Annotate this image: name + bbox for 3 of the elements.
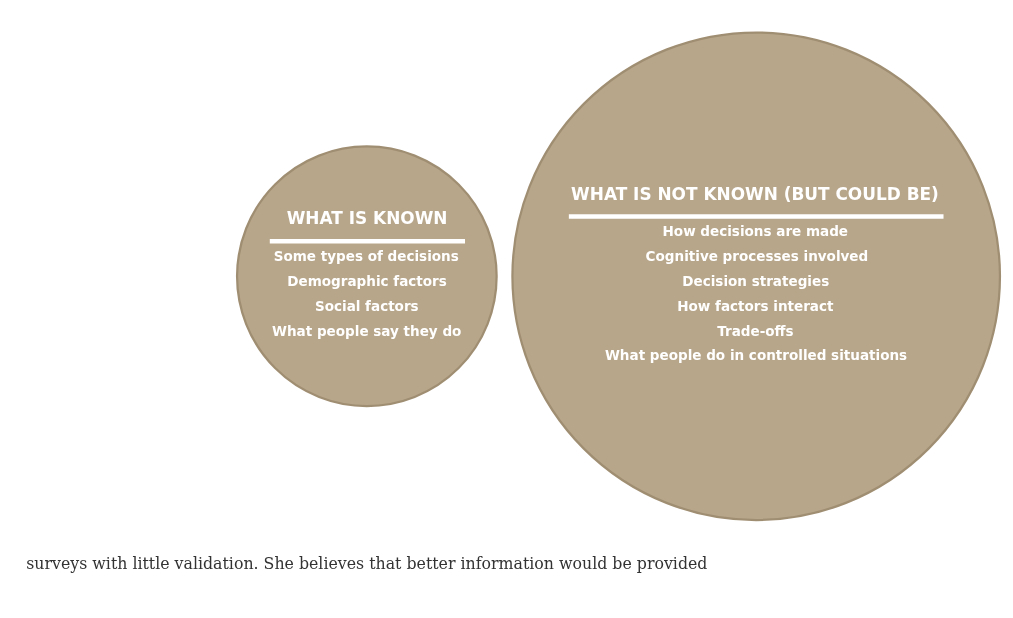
label: surveys with little validation. She believes that better information would be provided <box>26 554 708 574</box>
node-circle: WHAT IS KNOWN Some types of decisions Demographic factors Social factors What people say they do <box>235 145 498 408</box>
node-circle: WHAT IS NOT KNOWN (BUT COULD BE) How decisions are made Cognitive processes involved Decision strategies How factors interact Trade-offs What people do in controlled situations <box>511 31 1002 522</box>
